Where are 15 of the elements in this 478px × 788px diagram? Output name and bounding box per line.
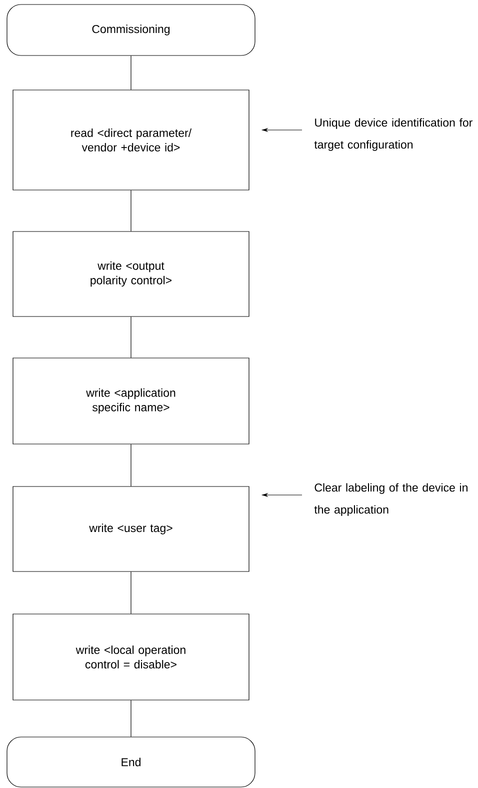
terminal-box: End xyxy=(6,736,256,788)
terminal-box: Commissioning xyxy=(6,4,256,56)
process-box: read <direct parameter/ vendor +device id> xyxy=(12,90,250,190)
connector-line xyxy=(130,444,132,486)
process-box: write <user tag> xyxy=(12,486,250,572)
process-box: write <output polarity control> xyxy=(12,231,250,317)
connector-line xyxy=(130,190,132,232)
connector-line xyxy=(130,316,132,358)
connector-line xyxy=(130,56,132,90)
process-box: write <local operation control = disable> xyxy=(12,614,250,700)
connector-line xyxy=(130,700,132,737)
annotation-text: Unique device identification for target configuration xyxy=(314,118,472,151)
process-box: write <application specific name> xyxy=(12,358,250,444)
annotation-text: Clear labeling of the device in the application xyxy=(314,483,468,516)
connector-line xyxy=(130,572,132,614)
